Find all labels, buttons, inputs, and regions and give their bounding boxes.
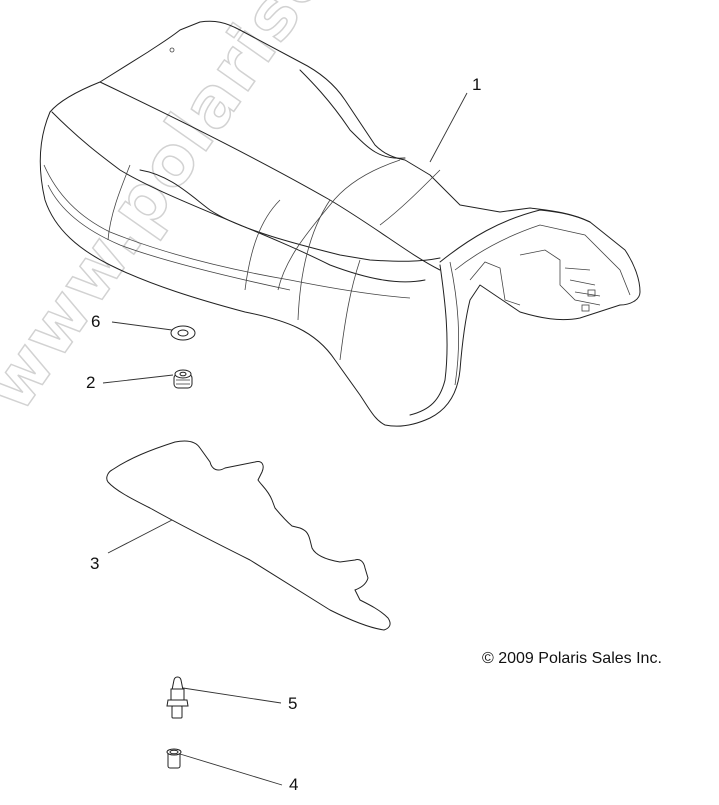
copyright-notice: © 2009 Polaris Sales Inc.: [482, 650, 662, 667]
callout-6: 6: [91, 312, 101, 331]
callout-5: 5: [288, 694, 298, 713]
leader-lines: [102, 92, 468, 786]
grommet-part[interactable]: [173, 369, 193, 389]
bushing-part[interactable]: [166, 748, 182, 769]
washer-part[interactable]: [170, 325, 196, 341]
callout-3: 3: [90, 554, 100, 573]
seat-pad-insert-part[interactable]: [106, 440, 391, 631]
seat-latch-pin-part[interactable]: [166, 676, 189, 719]
callout-2: 2: [86, 373, 96, 392]
seat-assembly[interactable]: [39, 20, 641, 427]
callout-4: 4: [289, 775, 299, 794]
callout-1: 1: [472, 75, 482, 94]
